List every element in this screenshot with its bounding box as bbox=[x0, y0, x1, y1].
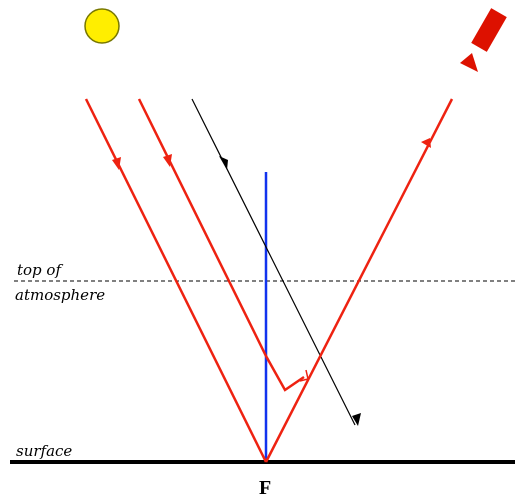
sun-icon bbox=[85, 9, 119, 43]
point-f-label: F bbox=[259, 477, 271, 499]
incoming-ray-scattered bbox=[139, 99, 304, 390]
top-of-atmosphere-label-1: top of bbox=[17, 261, 63, 279]
reflected-ray-arrow bbox=[421, 138, 431, 148]
direct-ray-arrow-mid bbox=[219, 156, 228, 170]
reflected-ray-to-sensor bbox=[266, 99, 452, 462]
surface-label: surface bbox=[16, 442, 72, 460]
direct-solar-ray bbox=[192, 99, 355, 425]
satellite-sensor-icon bbox=[460, 8, 507, 72]
direct-ray-arrow-end bbox=[352, 413, 361, 426]
top-of-atmosphere-label-2: atmosphere bbox=[15, 286, 105, 304]
